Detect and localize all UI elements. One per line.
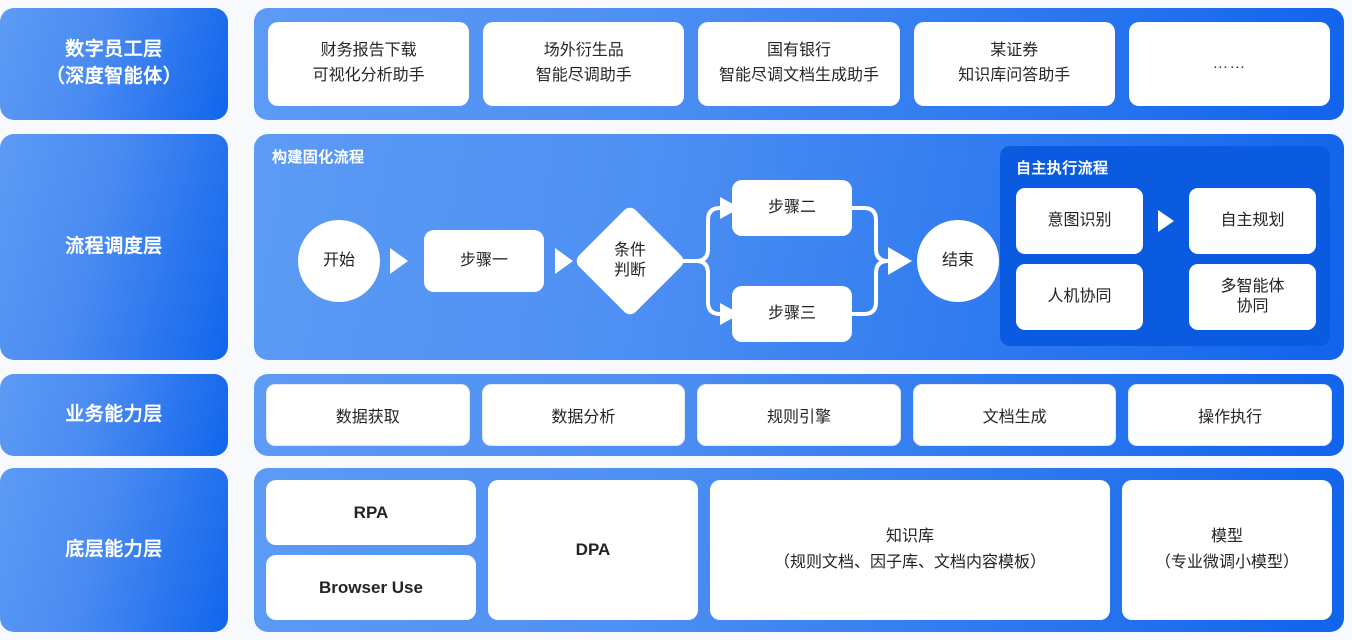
app-card-more[interactable]: ……	[1128, 22, 1331, 106]
foundation-card-model[interactable]: 模型 （专业微调小模型）	[1122, 480, 1332, 620]
layer-label-process-orchestration: 流程调度层	[0, 134, 228, 360]
foundation-card-label: 模型	[1210, 528, 1243, 546]
app-card-line1: 财务报告下载	[320, 42, 417, 60]
arrow-right-icon	[1158, 210, 1174, 232]
capability-card-doc-generation[interactable]: 文档生成	[912, 384, 1117, 446]
flow-title: 构建固化流程	[272, 149, 365, 166]
app-card[interactable]: 国有银行 智能尽调文档生成助手	[698, 22, 900, 106]
layer-label-line1: 底层能力层	[65, 538, 163, 560]
app-card-line1: 国有银行	[767, 42, 832, 60]
layer-label-foundation-capability: 底层能力层	[0, 468, 228, 632]
capability-card-label: 数据获取	[335, 409, 400, 426]
autonomous-box-label: 意图识别	[1047, 212, 1112, 229]
autonomous-box-label: 多智能体	[1220, 278, 1285, 295]
fixed-process-flow: 开始 步骤一 条件 判断 步骤二 步骤三	[272, 178, 1002, 344]
layer-label-digital-employee: 数字员工层 （深度智能体）	[0, 8, 228, 120]
capability-card-data-analysis[interactable]: 数据分析	[481, 384, 686, 446]
layer-label-line2: （深度智能体）	[45, 66, 183, 87]
layer-row-foundation-capability: 底层能力层 RPA Browser Use DPA 知识库 （规则文档、因子库、…	[0, 468, 1344, 632]
capability-card-rule-engine[interactable]: 规则引擎	[697, 384, 901, 446]
autonomous-panel-title: 自主执行流程	[1016, 160, 1109, 177]
autonomous-execution-panel: 自主执行流程 意图识别 自主规划 人机协同	[1000, 146, 1330, 346]
flow-node-start[interactable]: 开始	[298, 220, 380, 302]
capability-card-data-acquisition[interactable]: 数据获取	[266, 384, 470, 446]
foundation-capability-panel: RPA Browser Use DPA 知识库 （规则文档、因子库、文档内容模板…	[254, 468, 1344, 632]
digital-employee-panel: 财务报告下载 可视化分析助手 场外衍生品 智能尽调助手 国有银行 智能尽调文档生…	[254, 8, 1344, 120]
foundation-card-label: Browser Use	[319, 577, 423, 597]
layer-label-line1: 数字员工层	[65, 39, 163, 61]
flow-node-step1[interactable]: 步骤一	[424, 230, 544, 292]
flow-node-condition-line1: 条件	[613, 241, 647, 259]
app-card-line1: 场外衍生品	[543, 42, 624, 60]
capability-card-operation-execution[interactable]: 操作执行	[1128, 384, 1332, 446]
foundation-card-knowledge-base[interactable]: 知识库 （规则文档、因子库、文档内容模板）	[710, 480, 1110, 620]
layer-row-business-capability: 业务能力层 数据获取 数据分析 规则引擎 文档生成 操作执行	[0, 374, 1344, 456]
app-card[interactable]: 财务报告下载 可视化分析助手	[268, 22, 470, 106]
autonomous-box-label: 自主规划	[1220, 212, 1285, 229]
flow-node-step3-label: 步骤三	[767, 304, 816, 322]
flow-node-step1-label: 步骤一	[459, 251, 508, 269]
arrow-right-icon	[555, 248, 573, 274]
app-card[interactable]: 某证券 知识库问答助手	[913, 22, 1115, 106]
flow-node-step2[interactable]: 步骤二	[732, 180, 852, 236]
layer-row-process-orchestration: 流程调度层 构建固化流程 开始	[0, 134, 1344, 360]
foundation-card-browser-use[interactable]: Browser Use	[266, 555, 476, 620]
app-card-line2: 智能尽调文档生成助手	[719, 67, 880, 84]
foundation-card-label: 知识库	[885, 528, 934, 546]
foundation-card-dpa[interactable]: DPA	[488, 480, 698, 620]
capability-card-label: 规则引擎	[766, 409, 831, 426]
autonomous-box-human-machine[interactable]: 人机协同	[1016, 264, 1143, 330]
foundation-stack-column: RPA Browser Use	[266, 480, 476, 620]
business-capability-panel: 数据获取 数据分析 规则引擎 文档生成 操作执行	[254, 374, 1344, 456]
layer-label-business-capability: 业务能力层	[0, 374, 228, 456]
app-card[interactable]: 场外衍生品 智能尽调助手	[483, 22, 685, 106]
layer-label-line1: 流程调度层	[65, 235, 163, 257]
capability-card-label: 文档生成	[982, 409, 1047, 426]
autonomous-arrow-cell	[1143, 188, 1189, 254]
autonomous-boxes-grid: 意图识别 自主规划 人机协同 多智能体 协同	[1016, 188, 1316, 330]
capability-card-label: 操作执行	[1198, 409, 1263, 426]
foundation-card-rpa[interactable]: RPA	[266, 480, 476, 545]
autonomous-box-label: 人机协同	[1047, 288, 1112, 305]
flow-node-start-label: 开始	[322, 251, 355, 269]
flow-node-end-label: 结束	[941, 251, 974, 269]
foundation-card-sublabel: （专业微调小模型）	[1154, 554, 1299, 571]
app-card-line1: 某证券	[990, 42, 1039, 60]
app-card-line2: 知识库问答助手	[958, 67, 1071, 84]
autonomous-spacer-cell	[1143, 264, 1189, 330]
ellipsis-label: ……	[1212, 54, 1247, 72]
app-card-line2: 智能尽调助手	[535, 67, 632, 84]
autonomous-box-multi-agent[interactable]: 多智能体 协同	[1189, 264, 1316, 330]
autonomous-box-intent[interactable]: 意图识别	[1016, 188, 1143, 254]
process-orchestration-panel: 构建固化流程 开始 步骤一	[254, 134, 1344, 360]
foundation-card-label: DPA	[575, 540, 611, 560]
app-card-line2: 可视化分析助手	[312, 67, 425, 84]
flow-node-end[interactable]: 结束	[917, 220, 999, 302]
layer-row-digital-employee: 数字员工层 （深度智能体） 财务报告下载 可视化分析助手 场外衍生品 智能尽调助…	[0, 8, 1344, 120]
layer-label-line1: 业务能力层	[65, 403, 163, 425]
autonomous-box-label-line2: 协同	[1236, 298, 1269, 315]
arrow-right-icon	[390, 248, 408, 274]
capability-card-label: 数据分析	[551, 409, 616, 426]
autonomous-box-planning[interactable]: 自主规划	[1189, 188, 1316, 254]
flow-node-condition-line2: 判断	[613, 261, 647, 279]
flow-node-step3[interactable]: 步骤三	[732, 286, 852, 342]
flow-connectors	[676, 197, 912, 325]
foundation-card-sublabel: （规则文档、因子库、文档内容模板）	[773, 554, 1046, 571]
foundation-card-label: RPA	[353, 502, 389, 522]
flow-node-step2-label: 步骤二	[767, 198, 816, 216]
